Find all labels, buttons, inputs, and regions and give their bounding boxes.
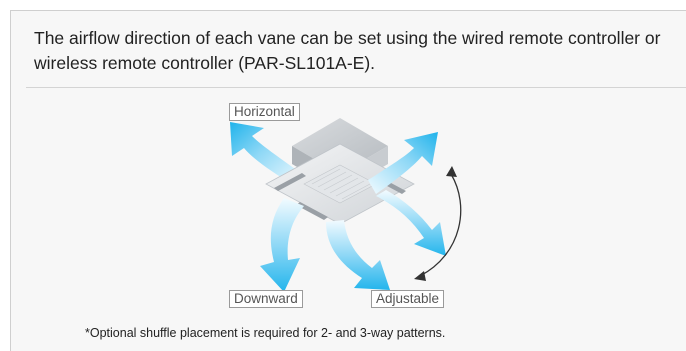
airflow-downward-center bbox=[326, 220, 390, 290]
airflow-diagram bbox=[230, 118, 462, 292]
airflow-adjustable-right bbox=[376, 190, 446, 256]
label-horizontal: Horizontal bbox=[229, 103, 300, 121]
airflow-horizontal-left bbox=[230, 122, 302, 186]
arrowhead-down bbox=[414, 271, 426, 281]
adjustable-range-arrow bbox=[419, 173, 462, 277]
label-adjustable: Adjustable bbox=[371, 290, 445, 308]
intro-paragraph: The airflow direction of each vane can b… bbox=[34, 28, 661, 73]
airflow-downward-left bbox=[260, 198, 304, 292]
section-divider bbox=[26, 87, 686, 88]
airflow-horizontal-right bbox=[368, 132, 438, 194]
cassette-unit bbox=[265, 118, 415, 225]
arrowhead-up bbox=[446, 166, 457, 177]
footnote: *Optional shuffle placement is required … bbox=[85, 326, 446, 340]
label-downward: Downward bbox=[229, 290, 303, 308]
